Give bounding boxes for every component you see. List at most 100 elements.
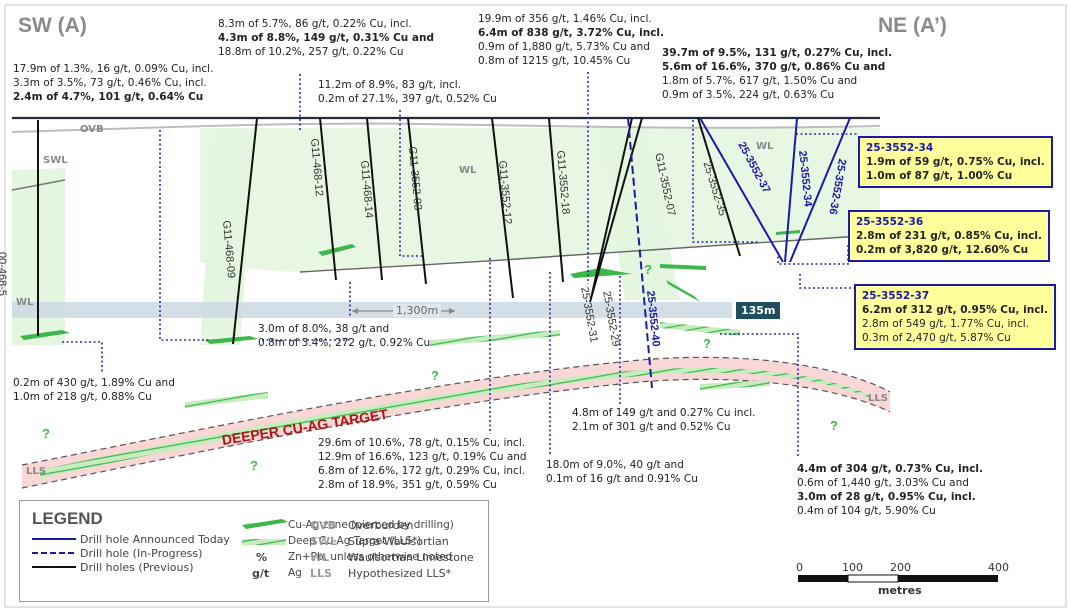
- legend-pct-symbol: %: [256, 551, 268, 564]
- lls-label-right: LLS: [868, 393, 888, 404]
- assay-line: 6.8m of 12.6%, 172 g/t, 0.29% Cu, incl.: [318, 465, 526, 477]
- legend-abbr-ovb: OVB: [310, 519, 336, 532]
- assay-annotation-3: 11.2m of 8.9%, 83 g/t, incl. 0.2m of 27.…: [318, 78, 497, 106]
- assay-line: 1.0m of 218 g/t, 0.88% Cu: [13, 391, 152, 403]
- deep-target-lower-edge: [21, 378, 891, 489]
- callout-line-b3: [799, 274, 854, 289]
- drill-hole-g11-3552-07: [589, 117, 643, 303]
- assay-line: 18.0m of 9.0%, 40 g/t and: [546, 459, 684, 471]
- result-box-25-3552-37: 25-3552-37 6.2m of 312 g/t, 0.95% Cu, in…: [854, 284, 1057, 350]
- drill-hole-g11-3552-03: [407, 117, 427, 285]
- callout-line-b2: [777, 244, 849, 265]
- cuag-zone-3: [318, 244, 356, 256]
- assay-line: 39.7m of 9.5%, 131 g/t, 0.27% Cu, incl.: [662, 47, 893, 59]
- assay-line: 1.8m of 5.7%, 617 g/t, 1.50% Cu and: [662, 75, 858, 87]
- legend-cuag-zone-swatch: [242, 519, 288, 529]
- assay-annotation-11: 4.4m of 304 g/t, 0.73% Cu, incl. 0.6m of…: [797, 462, 983, 518]
- legend-deep-target-swatch: [242, 539, 286, 545]
- assay-annotation-2: 8.3m of 5.7%, 86 g/t, 0.22% Cu, incl. 4.…: [218, 17, 434, 59]
- scale-seg-2: [847, 574, 899, 583]
- cuag-zone-4: [570, 268, 632, 278]
- legend-drill-previous: Drill holes (Previous): [80, 561, 194, 574]
- wl-label-main: WL: [459, 165, 477, 176]
- assay-line: 0.1m of 16 g/t and 0.91% Cu: [546, 473, 698, 485]
- assay-line: 19.9m of 356 g/t, 1.46% Cu, incl.: [478, 13, 652, 25]
- scale-unit: metres: [878, 584, 922, 597]
- lls-label-left: LLS: [26, 466, 46, 477]
- drill-hole-25-3552-35: [697, 117, 741, 257]
- deep-target-band: [22, 357, 890, 488]
- legend-cuag-zone: Cu-Ag zone (pierced by drilling): [288, 519, 454, 531]
- assay-line: 18.8m of 10.2%, 257 g/t, 0.22% Cu: [218, 46, 404, 58]
- hatch-bar-2: [430, 330, 560, 346]
- drill-hole-25-3552-36: [789, 117, 851, 263]
- scale-tick-400: 400: [988, 561, 1009, 574]
- hatch-bar-1: [185, 392, 268, 408]
- wl-band: [12, 302, 732, 318]
- drill-hole-g11-468-12: [319, 117, 337, 281]
- assay-line: 4.3m of 8.8%, 149 g/t, 0.31% Cu and: [218, 32, 434, 44]
- assay-line: 17.9m of 1.3%, 16 g/t, 0.09% Cu, incl.: [13, 63, 214, 75]
- assay-annotation-8: 29.6m of 10.6%, 78 g/t, 0.15% Cu, incl. …: [318, 436, 527, 492]
- result-box-header: 25-3552-37: [862, 290, 930, 302]
- drill-hole-25-3552-34: [784, 117, 798, 263]
- section-end-label: NE (A’): [878, 14, 947, 37]
- legend-gt-symbol: g/t: [252, 567, 270, 580]
- hole-label-00-468-5: 00-468-5: [0, 252, 8, 297]
- wl-zone-strip-1: [200, 128, 255, 345]
- callout-line-a5: [692, 120, 760, 243]
- distance-label-right: 135m: [736, 302, 781, 319]
- question-mark-5: ?: [703, 336, 711, 351]
- assay-annotation-5: 39.7m of 9.5%, 131 g/t, 0.27% Cu, incl. …: [662, 46, 892, 102]
- callout-line-a7: [62, 341, 103, 372]
- drill-hole-g11-3552-18: [548, 117, 564, 283]
- question-mark-2: ?: [42, 426, 50, 441]
- drill-hole-25-3552-37: [699, 117, 784, 263]
- assay-line: 0.9m of 3.5%, 224 g/t, 0.63% Cu: [662, 89, 835, 101]
- assay-line: 6.4m of 838 g/t, 3.72% Cu, incl.: [478, 27, 665, 39]
- assay-line: 8.3m of 5.7%, 86 g/t, 0.22% Cu, incl.: [218, 18, 412, 30]
- cuag-zone-6: [666, 280, 700, 302]
- assay-line: 0.8m of 1215 g/t, 10.45% Cu: [478, 55, 631, 67]
- assay-line: 11.2m of 8.9%, 83 g/t, incl.: [318, 79, 462, 91]
- result-box-header: 25-3552-34: [866, 142, 934, 154]
- scale-tick-200: 200: [890, 561, 911, 574]
- cuag-zone-5: [660, 264, 706, 270]
- callout-line-a-left: [159, 130, 210, 341]
- hatch-bar-4: [700, 380, 770, 390]
- assay-line: 3.3m of 3.5%, 73 g/t, 0.46% Cu, incl.: [13, 77, 207, 89]
- assay-line: 3.0m of 8.0%, 38 g/t and: [258, 323, 390, 335]
- assay-annotation-6: 3.0m of 8.0%, 38 g/t and 0.8m of 3.4%, 2…: [258, 322, 430, 350]
- result-box-line: 1.0m of 87 g/t, 1.00% Cu: [866, 170, 1013, 182]
- result-box-line: 1.9m of 59 g/t, 0.75% Cu, incl.: [866, 156, 1045, 168]
- assay-annotation-7: 0.2m of 430 g/t, 1.89% Cu and 1.0m of 21…: [13, 376, 175, 404]
- wl-label-right: WL: [756, 141, 774, 152]
- legend-desc-swl: Supra-Waulsortian: [348, 535, 449, 548]
- legend-drill-today: Drill hole Announced Today: [80, 533, 230, 546]
- distance-label-main: 1,300m: [393, 304, 442, 317]
- legend-abbr-lls: LLS: [310, 567, 332, 580]
- assay-line: 4.8m of 149 g/t and 0.27% Cu incl.: [572, 407, 756, 419]
- assay-line: 0.6m of 1,440 g/t, 3.03% Cu and: [797, 477, 969, 489]
- assay-line: 0.8m of 3.4%, 272 g/t, 0.92% Cu: [258, 337, 431, 349]
- assay-line: 4.4m of 304 g/t, 0.73% Cu, incl.: [797, 463, 984, 475]
- scale-bar: [798, 574, 998, 583]
- assay-line: 2.1m of 301 g/t and 0.52% Cu: [572, 421, 731, 433]
- diagram-frame: [4, 4, 1067, 608]
- drill-hole-g11-468-14: [366, 117, 383, 281]
- cuag-zone-1: [20, 330, 70, 340]
- result-box-line: 0.2m of 3,820 g/t, 12.60% Cu: [856, 244, 1029, 256]
- drill-hole-25-3552-31: [591, 117, 633, 295]
- assay-annotation-9: 4.8m of 149 g/t and 0.27% Cu incl. 2.1m …: [572, 406, 755, 434]
- legend-drill-progress: Drill hole (In-Progress): [80, 547, 203, 560]
- wl-label-left: WL: [16, 297, 34, 308]
- result-box-line: 6.2m of 312 g/t, 0.95% Cu, incl.: [862, 304, 1049, 316]
- scale-tick-100: 100: [842, 561, 863, 574]
- assay-line: 12.9m of 16.6%, 123 g/t, 0.19% Cu and: [318, 451, 527, 463]
- question-mark-1: ?: [431, 368, 439, 383]
- scale-seg-3: [898, 575, 998, 582]
- assay-annotation-1: 17.9m of 1.3%, 16 g/t, 0.09% Cu, incl. 3…: [13, 62, 213, 104]
